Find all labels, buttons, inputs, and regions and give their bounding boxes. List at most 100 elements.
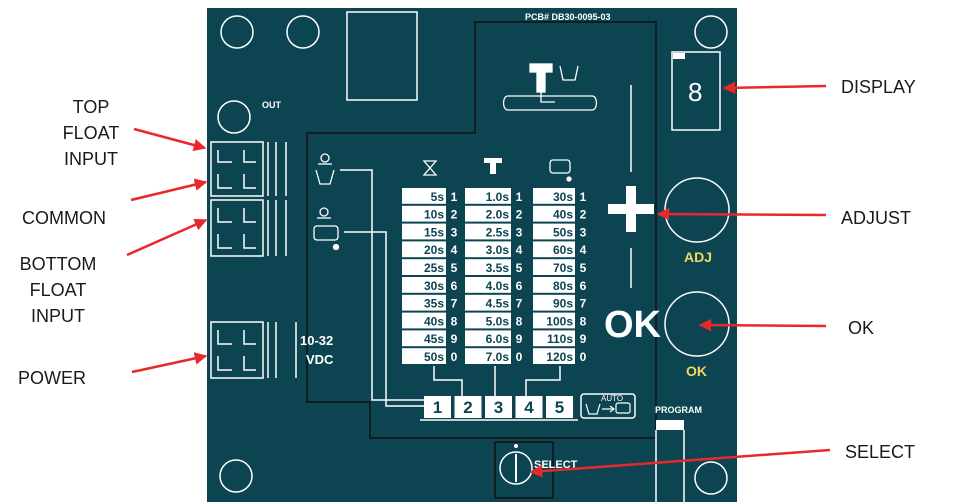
time-index-1-2: 2 [451, 208, 458, 222]
voltage-label-line-1: 10-32 [300, 333, 333, 348]
arrow-common [130, 178, 208, 202]
arrow-power [131, 352, 208, 374]
time-index-1-9: 9 [451, 332, 458, 346]
top-float-line-3: INPUT [64, 149, 118, 169]
time-cell-2-5 [465, 259, 511, 275]
arrow-ok [698, 318, 827, 332]
time-index-1-4: 4 [451, 243, 458, 257]
time-value-3-5: 70s [553, 261, 573, 275]
time-value-2-9: 6.0s [486, 332, 510, 346]
bottom-float-terminal [210, 199, 287, 257]
time-cell-3-2 [533, 205, 575, 222]
pcb-number: PCB# DB30-0095-03 [525, 12, 611, 22]
time-cell-2-3 [465, 223, 511, 240]
time-index-3-3: 3 [580, 225, 587, 239]
logic-panel-outline [306, 21, 657, 439]
mounting-hole-bottom-right [694, 461, 728, 495]
time-index-3-1: 1 [580, 190, 587, 204]
time-value-1-7: 35s [424, 297, 444, 311]
time-cell-2-9 [465, 330, 511, 347]
ok-label: OK [686, 363, 707, 379]
time-index-1-6: 6 [451, 279, 458, 293]
wire-bottom-float [344, 231, 424, 407]
time-index-1-1: 1 [451, 190, 458, 204]
wire-col-1 [433, 366, 463, 396]
time-value-3-10: 120s [546, 350, 573, 364]
time-cell-2-10 [465, 348, 511, 364]
time-value-2-8: 5.0s [486, 314, 510, 328]
time-cell-2-6 [465, 277, 511, 293]
auto-label: AUTO [601, 394, 623, 403]
arrow-bottom-float [126, 218, 208, 257]
program-jumper[interactable] [656, 420, 684, 430]
time-index-2-9: 9 [516, 332, 523, 346]
arrow-display [722, 81, 827, 95]
time-index-3-7: 7 [580, 297, 587, 311]
time-index-1-7: 7 [451, 297, 458, 311]
time-index-2-10: 0 [516, 350, 523, 364]
wire-col-3 [525, 366, 561, 396]
time-cell-3-4 [533, 241, 575, 258]
time-index-2-5: 5 [516, 261, 523, 275]
time-value-3-6: 80s [553, 279, 573, 293]
tank-icon [549, 159, 572, 182]
time-value-3-1: 30s [553, 190, 573, 204]
time-cell-3-5 [533, 259, 575, 275]
time-cell-2-8 [465, 312, 511, 329]
time-value-3-4: 60s [553, 243, 573, 257]
time-cell-2-1 [465, 188, 511, 204]
mounting-hole-top-right [694, 15, 728, 49]
arrow-top-float [133, 127, 207, 152]
time-value-3-3: 50s [553, 225, 573, 239]
time-cell-3-8 [533, 312, 575, 329]
mounting-hole-top-2 [286, 15, 320, 49]
time-value-2-3: 2.5s [486, 225, 510, 239]
auto-mode-box [580, 393, 636, 419]
time-cell-3-1 [533, 188, 575, 204]
select-position-1: 1 [433, 398, 442, 417]
time-value-2-2: 2.0s [486, 208, 510, 222]
top-float-icon [315, 153, 335, 185]
top-float-terminal [210, 141, 287, 197]
time-index-2-4: 4 [516, 243, 523, 257]
time-cell-1-6 [402, 277, 446, 293]
adjust-label: ADJUST [841, 208, 912, 228]
arrow-select [529, 448, 831, 478]
top-float-input-label: TOP FLOAT INPUT [36, 94, 146, 172]
select-position-box-3 [485, 396, 512, 418]
time-index-2-6: 6 [516, 279, 523, 293]
time-cell-1-9 [402, 330, 446, 347]
time-cell-3-10 [533, 348, 575, 364]
display-indicator [673, 53, 685, 59]
relay-component [346, 11, 418, 101]
power-terminal [210, 321, 297, 379]
display-digit: 8 [688, 77, 702, 107]
time-value-1-3: 15s [424, 225, 444, 239]
adj-label: ADJ [684, 249, 712, 265]
time-index-3-5: 5 [580, 261, 587, 275]
select-position-box-5 [546, 396, 573, 418]
top-float-line-2: FLOAT [62, 123, 120, 143]
time-value-1-10: 50s [424, 350, 444, 364]
time-cell-1-3 [402, 223, 446, 240]
time-cell-1-1 [402, 188, 446, 204]
bottom-float-icon [313, 207, 340, 251]
time-index-3-2: 2 [580, 208, 587, 222]
time-value-3-2: 40s [553, 208, 573, 222]
time-value-1-8: 40s [424, 314, 444, 328]
faucet-icon [502, 63, 598, 111]
plus-icon [608, 186, 654, 232]
out-hole [217, 100, 251, 134]
time-index-2-2: 2 [516, 208, 523, 222]
time-cell-1-7 [402, 294, 446, 311]
wire-top-float [340, 169, 424, 401]
time-index-2-7: 7 [516, 297, 523, 311]
time-index-1-10: 0 [451, 350, 458, 364]
bottom-float-line-3: INPUT [31, 306, 85, 326]
program-label: PROGRAM [655, 405, 702, 415]
time-value-3-7: 90s [553, 297, 573, 311]
time-value-2-6: 4.0s [486, 279, 510, 293]
time-index-3-9: 9 [580, 332, 587, 346]
